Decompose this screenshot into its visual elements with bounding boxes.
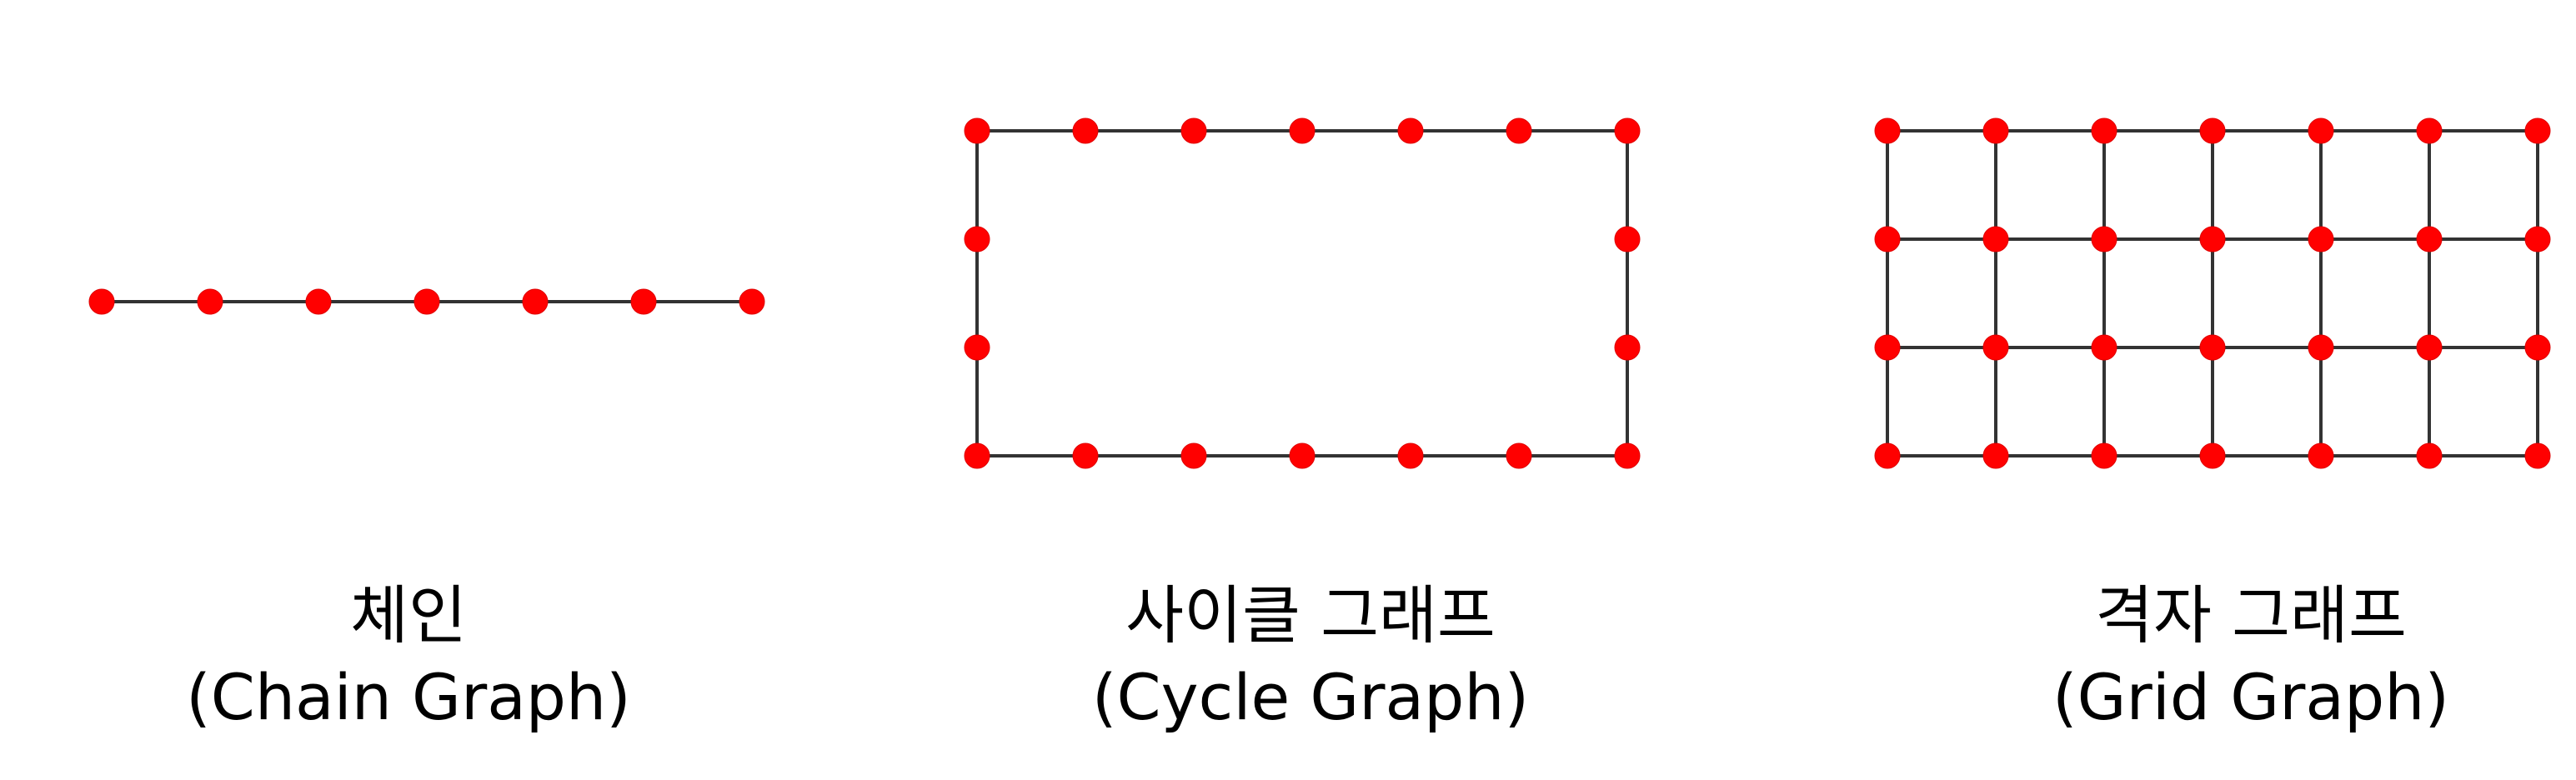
grid-node	[2199, 442, 2226, 469]
cycle-node	[964, 118, 990, 144]
grid-node	[2416, 442, 2443, 469]
chain-graph-caption: 체인 (Chain Graph)	[33, 575, 784, 738]
cycle-node	[1072, 442, 1099, 469]
cycle-node	[1614, 226, 1641, 252]
grid-node	[2524, 442, 2551, 469]
grid-node	[2199, 118, 2226, 144]
cycle-node	[964, 442, 990, 469]
cycle-node	[1506, 118, 1532, 144]
grid-graph-caption: 격자 그래프 (Grid Graph)	[1876, 575, 2576, 738]
grid-node	[2308, 118, 2334, 144]
grid-node	[1982, 442, 2009, 469]
grid-node	[2524, 226, 2551, 252]
grid-node	[2199, 226, 2226, 252]
grid-node	[2091, 334, 2117, 361]
chain-node	[305, 288, 332, 315]
cycle-graph-title-english: (Cycle Graph)	[1091, 660, 1530, 734]
grid-node	[1874, 442, 1901, 469]
grid-node	[1982, 226, 2009, 252]
grid-node	[2308, 442, 2334, 469]
cycle-node	[1614, 334, 1641, 361]
grid-graph-title-english: (Grid Graph)	[2052, 660, 2450, 734]
cycle-node	[964, 226, 990, 252]
cycle-node	[1180, 442, 1207, 469]
cycle-node	[1397, 118, 1424, 144]
grid-node	[2524, 118, 2551, 144]
grid-node	[1982, 334, 2009, 361]
cycle-graph-caption: 사이클 그래프 (Cycle Graph)	[935, 575, 1686, 738]
cycle-node	[1397, 442, 1424, 469]
chain-node	[413, 288, 440, 315]
grid-node	[1982, 118, 2009, 144]
chain-node	[197, 288, 223, 315]
grid-graph-title-korean: 격자 그래프	[2095, 578, 2407, 652]
chain-graph-title-korean: 체인	[350, 578, 467, 652]
cycle-node	[964, 334, 990, 361]
cycle-node	[1614, 442, 1641, 469]
chain-graph-title-english: (Chain Graph)	[186, 660, 631, 734]
cycle-node	[1289, 442, 1316, 469]
grid-node	[2308, 334, 2334, 361]
grid-graph	[1874, 118, 2551, 469]
grid-node	[2416, 226, 2443, 252]
cycle-graph-title-korean: 사이클 그래프	[1125, 578, 1496, 652]
grid-node	[2091, 442, 2117, 469]
cycle-node	[1614, 118, 1641, 144]
grid-node	[1874, 334, 1901, 361]
chain-graph	[88, 288, 765, 315]
grid-node	[2524, 334, 2551, 361]
grid-node	[2199, 334, 2226, 361]
grid-node	[2416, 334, 2443, 361]
grid-node	[1874, 226, 1901, 252]
cycle-node	[1180, 118, 1207, 144]
cycle-node	[1072, 118, 1099, 144]
chain-node	[739, 288, 765, 315]
grid-node	[2091, 226, 2117, 252]
grid-node	[2416, 118, 2443, 144]
chain-node	[88, 288, 115, 315]
cycle-node	[1289, 118, 1316, 144]
cycle-graph	[964, 118, 1641, 469]
chain-node	[522, 288, 549, 315]
grid-node	[2091, 118, 2117, 144]
chain-node	[630, 288, 657, 315]
grid-node	[1874, 118, 1901, 144]
grid-node	[2308, 226, 2334, 252]
cycle-node	[1506, 442, 1532, 469]
